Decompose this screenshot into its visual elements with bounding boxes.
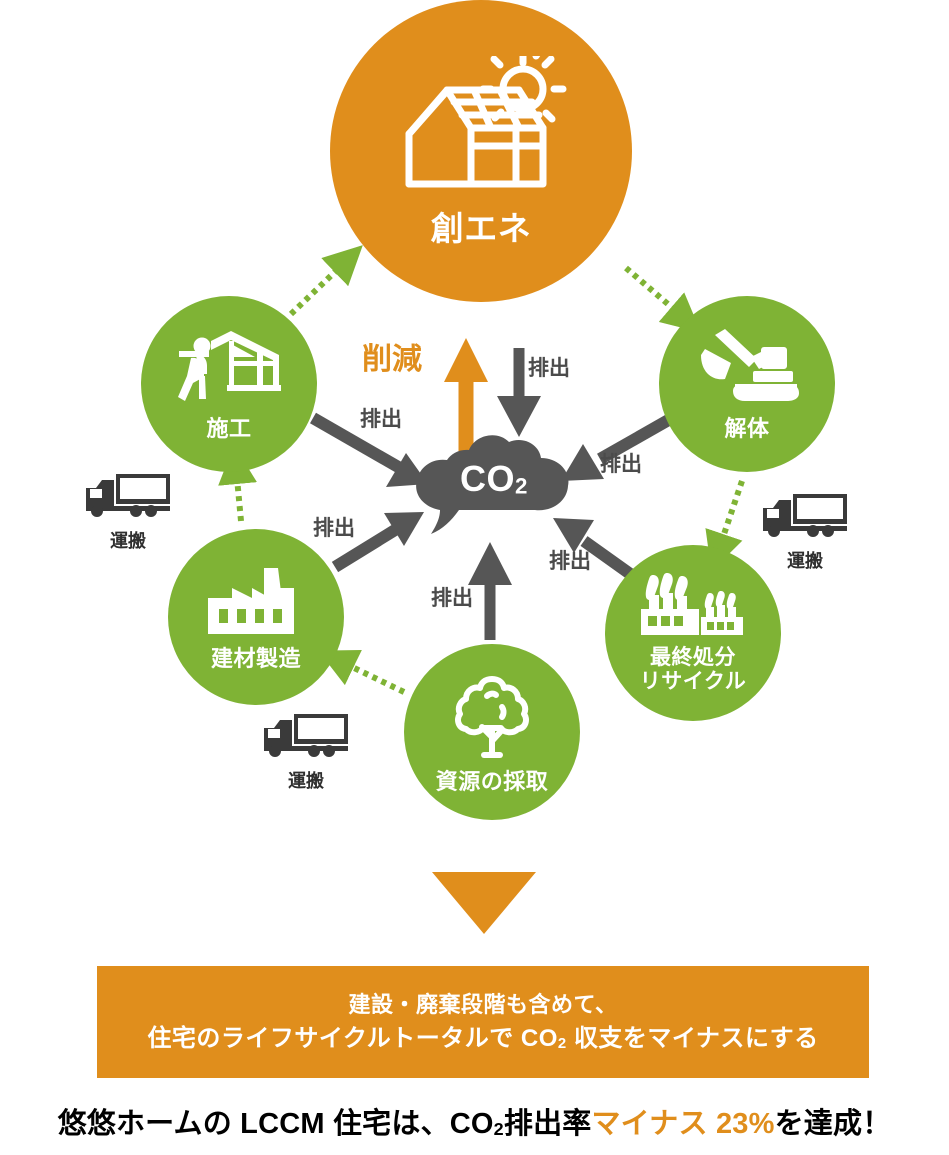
label-emit-from-demolition: 排出 (600, 453, 642, 476)
node-label-material-manufacturing: 建材製造 (210, 645, 301, 671)
footer-highlight: マイナス 23% (591, 1108, 775, 1140)
tree-icon (446, 671, 538, 768)
arrow-emit-from-kaitai (561, 412, 675, 481)
down-triangle-icon (432, 872, 536, 934)
node-energy-creation[interactable]: 創エネ (330, 0, 632, 302)
truck-icon (761, 490, 849, 545)
recycle-plant-icon (635, 572, 751, 644)
arrow-emit-from-kenzai (331, 512, 424, 573)
truck-transport-right: 運搬 (761, 490, 849, 573)
arrow-emit-down (497, 348, 541, 437)
truck-label: 運搬 (110, 531, 146, 551)
arrow-green-shigen-to-kenzai (318, 650, 406, 695)
node-demolition[interactable]: 解体 (659, 296, 835, 472)
node-label-final-disposal-recycle: 最終処分 リサイクル (639, 645, 747, 693)
node-label-energy-creation: 創エネ (430, 209, 532, 247)
excavator-icon (691, 327, 803, 414)
truck-icon (84, 470, 172, 525)
solar-house-icon (391, 46, 571, 206)
footer-caption: 悠悠ホームの LCCM 住宅は、CO2排出率マイナス 23%を達成！ (0, 1100, 949, 1142)
arrow-green-hub-to-kaitai (624, 265, 702, 333)
co2-cloud-icon: CO2 (411, 428, 577, 548)
truck-transport-left: 運搬 (84, 470, 172, 553)
label-reduce: 削減 (362, 343, 422, 376)
arrow-emit-from-recycle (553, 518, 637, 581)
arrow-emit-from-shigen (468, 542, 512, 640)
arrow-green-sekou-to-hub (288, 245, 363, 317)
label-emit-from-resource: 排出 (431, 587, 473, 610)
label-emit-top: 排出 (528, 357, 570, 380)
footer-part-3: を達成！ (774, 1108, 892, 1140)
co2-label: CO2 (460, 458, 528, 499)
truck-icon (262, 710, 350, 765)
label-emit-from-material: 排出 (313, 517, 355, 540)
banner-line-1: 建設・廃棄段階も含めて、 (348, 991, 618, 1017)
factory-icon (204, 564, 308, 645)
arrow-green-kaitai-to-recycle (705, 480, 745, 572)
worker-construction-icon (173, 327, 285, 414)
node-material-manufacturing[interactable]: 建材製造 (168, 529, 344, 705)
footer-part-2: 排出率 (503, 1108, 592, 1140)
arrow-reduce-up (444, 338, 488, 463)
node-resource-extraction[interactable]: 資源の採取 (404, 644, 580, 820)
arrow-green-kenzai-to-sekou (218, 445, 257, 522)
node-label-construction: 施工 (206, 416, 252, 442)
summary-banner: 建設・廃棄段階も含めて、 住宅のライフサイクルトータルで CO2 収支をマイナス… (97, 966, 869, 1078)
truck-label: 運搬 (787, 551, 823, 571)
node-label-resource-extraction: 資源の採取 (435, 768, 549, 794)
truck-transport-bottom: 運搬 (262, 710, 350, 793)
label-emit-from-construction: 排出 (360, 408, 402, 431)
truck-label: 運搬 (288, 771, 324, 791)
node-construction[interactable]: 施工 (141, 296, 317, 472)
node-label-demolition: 解体 (724, 416, 770, 442)
banner-line-2: 住宅のライフサイクルトータルで CO2 収支をマイナスにする (147, 1024, 819, 1052)
label-emit-from-recycle: 排出 (549, 550, 591, 573)
footer-subscript: 2 (493, 1119, 504, 1140)
footer-part-1: 悠悠ホームの LCCM 住宅は、CO (57, 1108, 494, 1140)
node-final-disposal-recycle[interactable]: 最終処分 リサイクル (605, 545, 781, 721)
